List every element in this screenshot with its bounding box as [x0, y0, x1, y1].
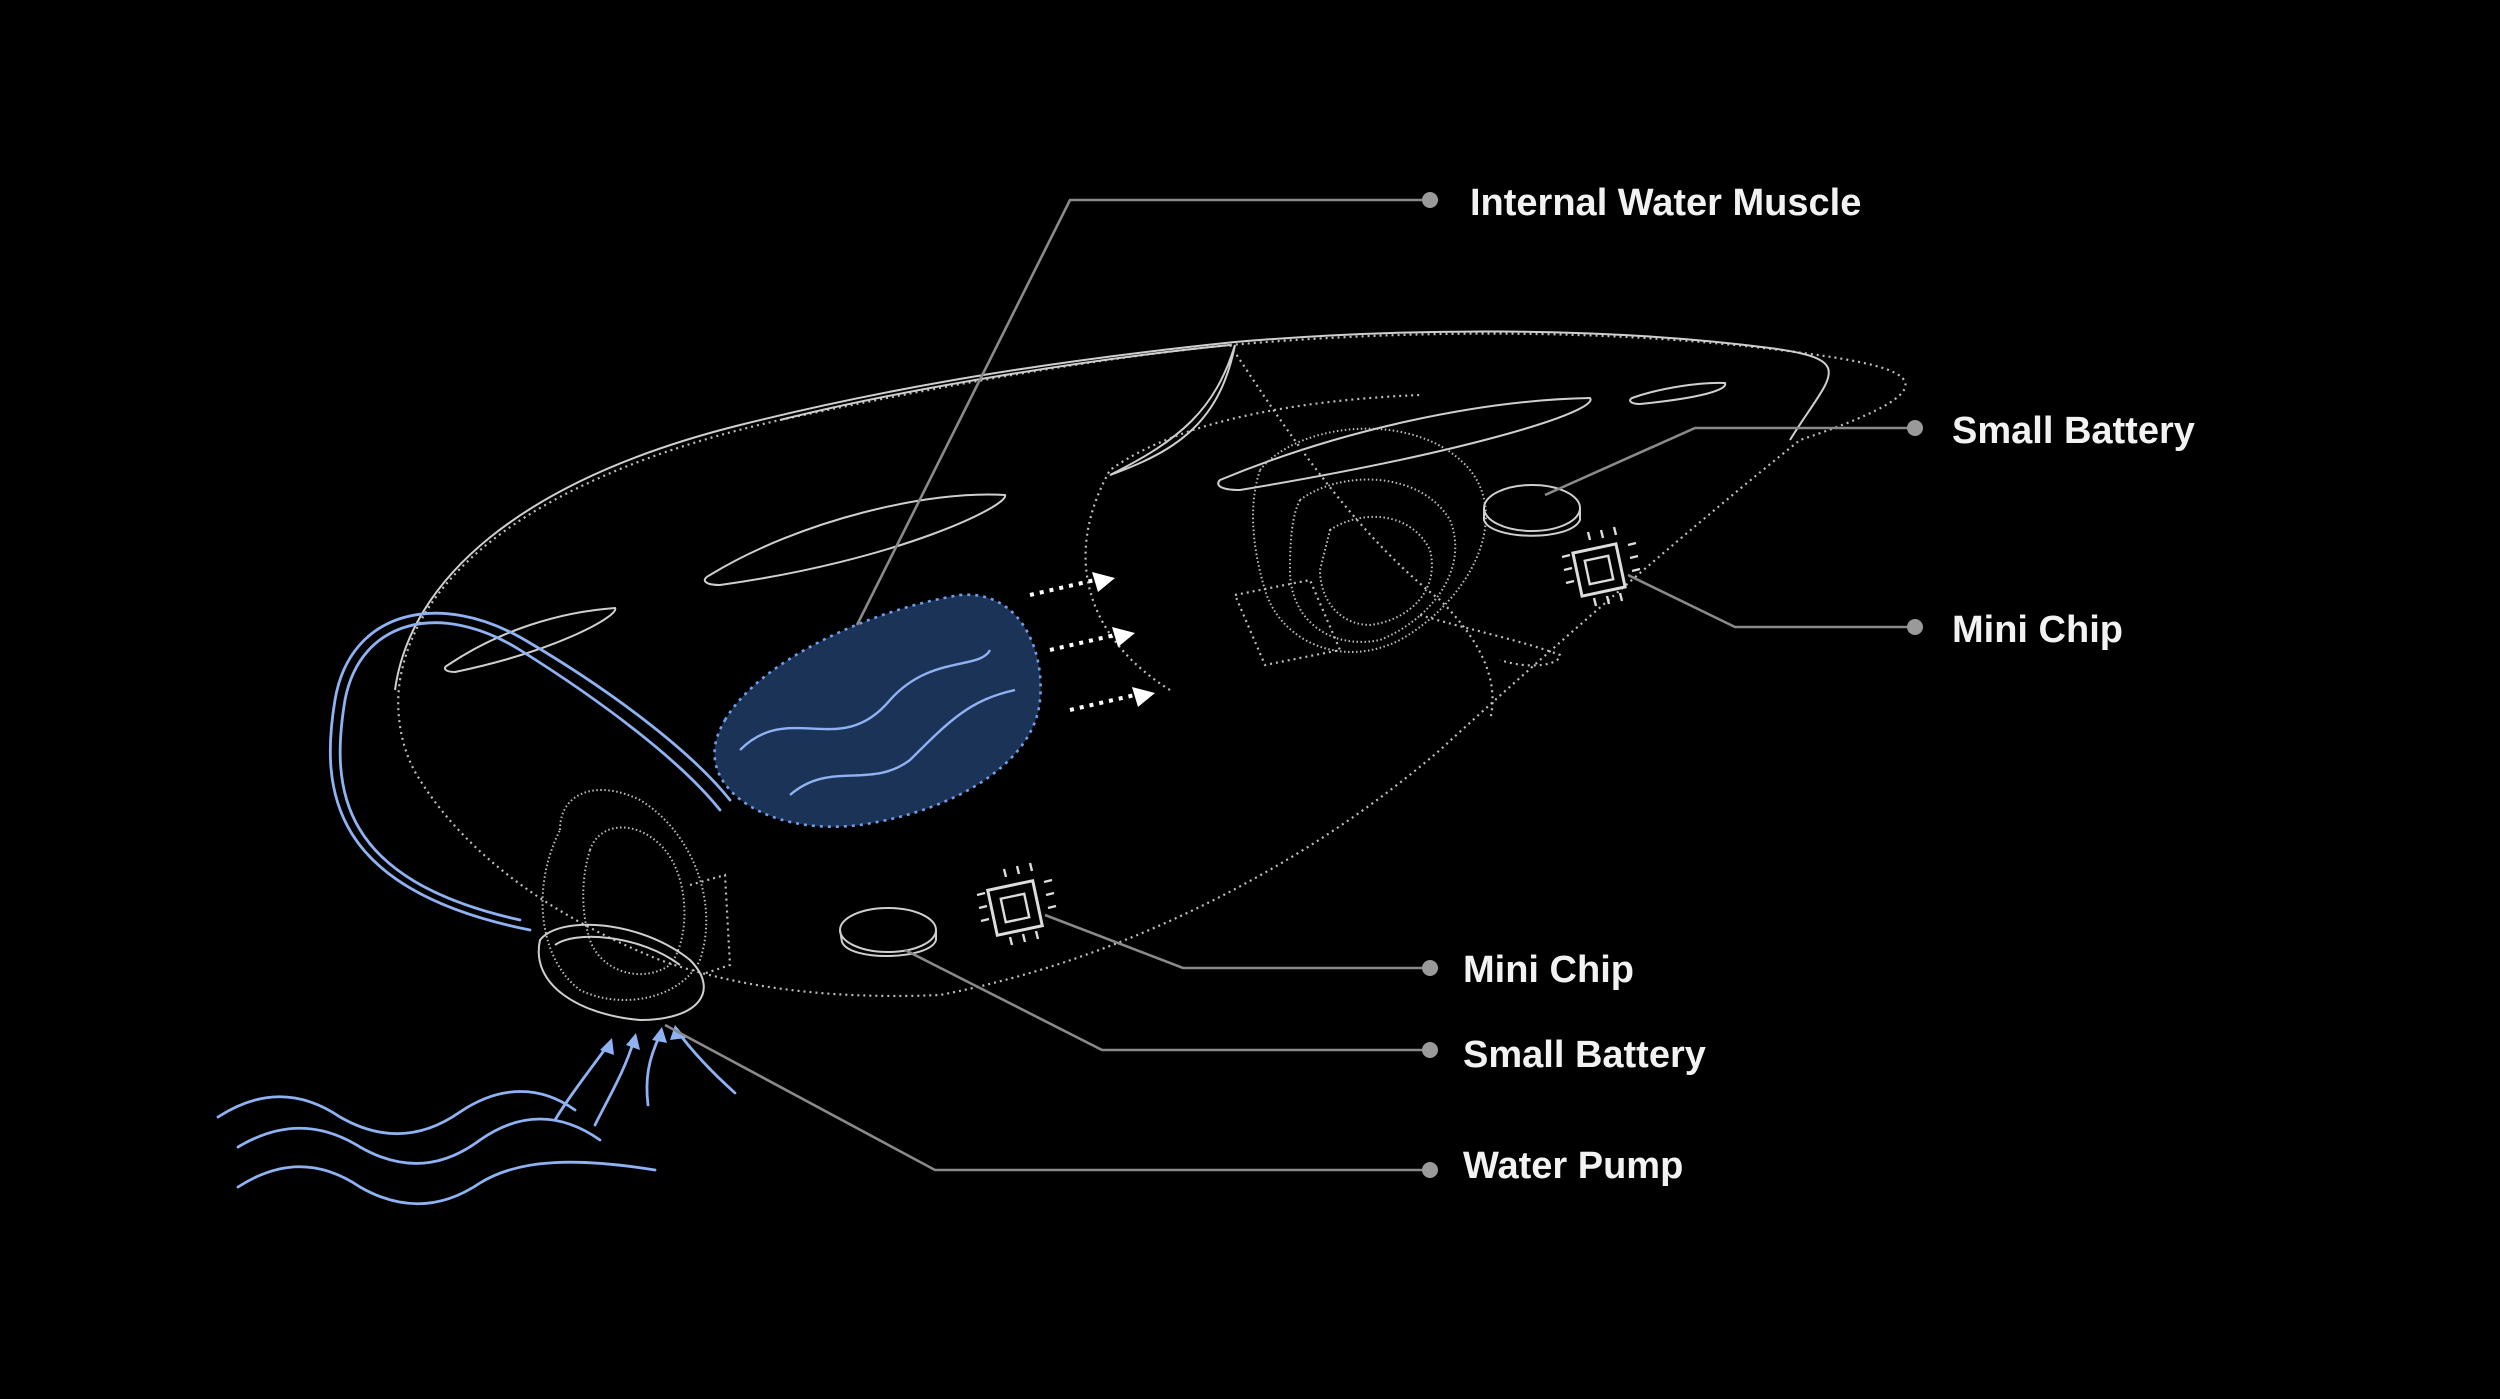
leader-water-pump [664, 1023, 1430, 1172]
label-mini-chip-top: Mini Chip [1952, 609, 2123, 651]
chip-bottom-shape [976, 862, 1057, 946]
leader-mini-chip-bottom [1044, 913, 1430, 970]
battery-top-shape [1483, 484, 1581, 537]
water-tube [328, 611, 732, 932]
leader-small-battery-bottom [904, 948, 1430, 1052]
battery-bottom-shape [839, 907, 937, 957]
body-outline [394, 330, 1907, 998]
leader-internal-water-muscle [855, 198, 1430, 626]
leader-lines [664, 192, 1923, 1178]
flow-arrows [1029, 572, 1155, 712]
label-mini-chip-bottom: Mini Chip [1463, 949, 1634, 991]
leader-small-battery-top [1544, 426, 1915, 497]
pump-section [537, 789, 732, 1022]
leader-dot-internal-water-muscle [1422, 192, 1438, 208]
leader-dot-mini-chip-top [1907, 619, 1923, 635]
water-waves [216, 1025, 737, 1206]
leader-dot-mini-chip-bottom [1422, 960, 1438, 976]
label-water-pump: Water Pump [1463, 1145, 1684, 1187]
leader-dot-small-battery-bottom [1422, 1042, 1438, 1058]
label-small-battery-top: Small Battery [1952, 410, 2195, 452]
chip-top-shape [1561, 526, 1641, 607]
label-small-battery-bottom: Small Battery [1463, 1034, 1706, 1076]
leader-dot-small-battery-top [1907, 420, 1923, 436]
leader-mini-chip-top [1627, 573, 1915, 629]
body-slots [443, 344, 1727, 674]
tail-section [1084, 344, 1562, 721]
internal-water-muscle-shape [713, 593, 1042, 828]
leader-dot-water-pump [1422, 1162, 1438, 1178]
label-internal-water-muscle: Internal Water Muscle [1470, 182, 1862, 224]
